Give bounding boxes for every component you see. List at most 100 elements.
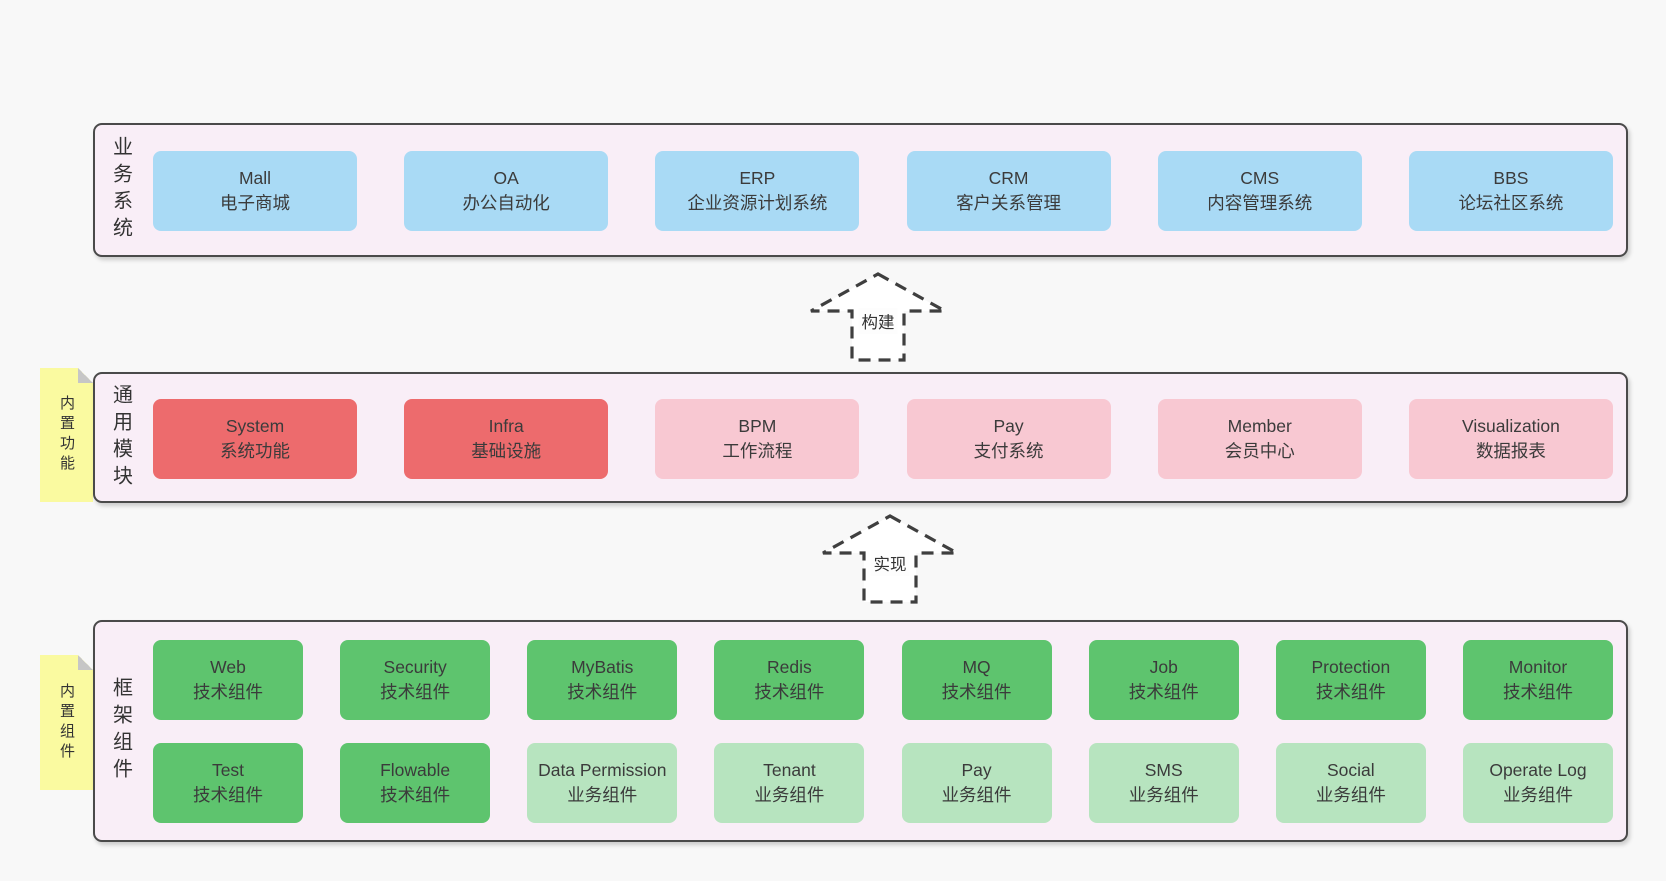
- box-subtitle: 业务组件: [754, 785, 825, 805]
- box-data-permission: Data Permission 业务组件: [527, 743, 678, 823]
- box-cms: CMS 内容管理系统: [1157, 151, 1362, 231]
- sticky-note-builtin-features: 内置功能: [40, 368, 93, 502]
- box-subtitle: 技术组件: [380, 682, 451, 702]
- box-subtitle: 业务组件: [941, 785, 1012, 805]
- box-title: CRM: [988, 168, 1029, 189]
- box-subtitle: 技术组件: [1502, 682, 1573, 702]
- box-pay-component: Pay 业务组件: [901, 743, 1052, 823]
- box-mq: MQ 技术组件: [901, 640, 1052, 720]
- box-mybatis: MyBatis 技术组件: [527, 640, 678, 720]
- box-subtitle: 技术组件: [754, 682, 825, 702]
- box-flowable: Flowable 技术组件: [340, 743, 491, 823]
- box-subtitle: 业务组件: [1502, 785, 1573, 805]
- box-crm: CRM 客户关系管理: [906, 151, 1111, 231]
- arrow-build: 构建: [806, 270, 950, 364]
- box-subtitle: 内容管理系统: [1207, 193, 1313, 213]
- box-title: Protection: [1311, 657, 1391, 678]
- box-system: System 系统功能: [153, 399, 357, 479]
- box-title: MyBatis: [571, 657, 634, 678]
- layer-label-common-modules: 通用模块: [109, 383, 132, 492]
- box-monitor: Monitor 技术组件: [1462, 640, 1613, 720]
- box-mall: Mall 电子商城: [153, 151, 357, 231]
- box-job: Job 技术组件: [1088, 640, 1239, 720]
- layer-label-business-systems: 业务系统: [109, 136, 132, 244]
- box-title: Member: [1227, 416, 1292, 437]
- box-subtitle: 技术组件: [193, 682, 263, 702]
- box-infra: Infra 基础设施: [404, 399, 609, 479]
- box-subtitle: 基础设施: [471, 441, 542, 461]
- box-title: Infra: [488, 416, 524, 437]
- sticky-note-text: 内置功能: [58, 395, 75, 475]
- box-redis: Redis 技术组件: [714, 640, 865, 720]
- box-title: Redis: [767, 657, 812, 678]
- box-operate-log: Operate Log 业务组件: [1462, 743, 1613, 823]
- layer-business-systems: 业务系统 Mall 电子商城 OA 办公自动化 ERP 企业资源计划系统 CRM…: [93, 123, 1628, 257]
- box-title: Tenant: [763, 760, 816, 781]
- box-subtitle: 会员中心: [1224, 441, 1295, 461]
- arrow-build-label: 构建: [858, 308, 898, 334]
- box-sms: SMS 业务组件: [1088, 743, 1239, 823]
- box-title: BPM: [738, 416, 777, 437]
- layer-framework-components: 框架组件 Web 技术组件 Security 技术组件 MyBatis 技术组件…: [93, 620, 1628, 842]
- layer-label-framework-components: 框架组件: [109, 677, 132, 785]
- box-title: Pay: [993, 416, 1024, 437]
- arrow-implement-label: 实现: [870, 550, 910, 576]
- box-web: Web 技术组件: [153, 640, 303, 720]
- box-subtitle: 电子商城: [220, 193, 290, 213]
- box-subtitle: 技术组件: [1315, 682, 1386, 702]
- box-title: ERP: [739, 168, 776, 189]
- arrow-implement: 实现: [818, 512, 962, 606]
- box-title: Job: [1149, 657, 1178, 678]
- box-subtitle: 支付系统: [973, 441, 1044, 461]
- box-subtitle: 技术组件: [380, 785, 451, 805]
- box-erp: ERP 企业资源计划系统: [655, 151, 860, 231]
- box-subtitle: 业务组件: [567, 785, 638, 805]
- box-subtitle: 企业资源计划系统: [687, 193, 828, 213]
- box-protection: Protection 技术组件: [1275, 640, 1426, 720]
- box-subtitle: 工作流程: [722, 441, 793, 461]
- box-title: Operate Log: [1489, 760, 1587, 781]
- box-subtitle: 技术组件: [193, 785, 263, 805]
- box-title: MQ: [962, 657, 991, 678]
- box-subtitle: 数据报表: [1475, 441, 1546, 461]
- box-title: Pay: [961, 760, 992, 781]
- box-title: SMS: [1144, 760, 1183, 781]
- sticky-note-text: 内置组件: [58, 682, 75, 763]
- box-subtitle: 系统功能: [220, 441, 290, 461]
- sticky-note-builtin-components: 内置组件: [40, 655, 93, 790]
- box-title: Test: [211, 760, 245, 781]
- box-subtitle: 业务组件: [1128, 785, 1199, 805]
- box-subtitle: 论坛社区系统: [1458, 193, 1564, 213]
- box-subtitle: 业务组件: [1315, 785, 1386, 805]
- box-title: Flowable: [380, 760, 451, 781]
- box-subtitle: 技术组件: [1128, 682, 1199, 702]
- common-modules-row: System 系统功能 Infra 基础设施 BPM 工作流程 Pay 支付系统…: [153, 399, 1613, 479]
- box-security: Security 技术组件: [340, 640, 491, 720]
- box-pay-module: Pay 支付系统: [906, 399, 1111, 479]
- box-subtitle: 技术组件: [941, 682, 1012, 702]
- box-subtitle: 技术组件: [567, 682, 638, 702]
- box-bpm: BPM 工作流程: [655, 399, 860, 479]
- box-title: OA: [493, 168, 519, 189]
- framework-components-row-1: Web 技术组件 Security 技术组件 MyBatis 技术组件 Redi…: [153, 640, 1613, 720]
- box-title: Web: [210, 657, 246, 678]
- box-title: Mall: [238, 168, 272, 189]
- box-tenant: Tenant 业务组件: [714, 743, 865, 823]
- box-member: Member 会员中心: [1157, 399, 1362, 479]
- box-social: Social 业务组件: [1275, 743, 1426, 823]
- box-title: Monitor: [1508, 657, 1568, 678]
- box-subtitle: 办公自动化: [462, 193, 550, 213]
- box-test: Test 技术组件: [153, 743, 303, 823]
- box-title: Security: [383, 657, 447, 678]
- box-title: Visualization: [1461, 416, 1560, 437]
- box-title: System: [225, 416, 285, 437]
- box-visualization: Visualization 数据报表: [1408, 399, 1613, 479]
- box-oa: OA 办公自动化: [404, 151, 609, 231]
- box-title: Social: [1327, 760, 1375, 781]
- box-title: BBS: [1493, 168, 1529, 189]
- box-bbs: BBS 论坛社区系统: [1408, 151, 1613, 231]
- box-title: Data Permission: [538, 760, 667, 781]
- box-title: CMS: [1240, 168, 1280, 189]
- layer-common-modules: 通用模块 System 系统功能 Infra 基础设施 BPM 工作流程 Pay…: [93, 372, 1628, 503]
